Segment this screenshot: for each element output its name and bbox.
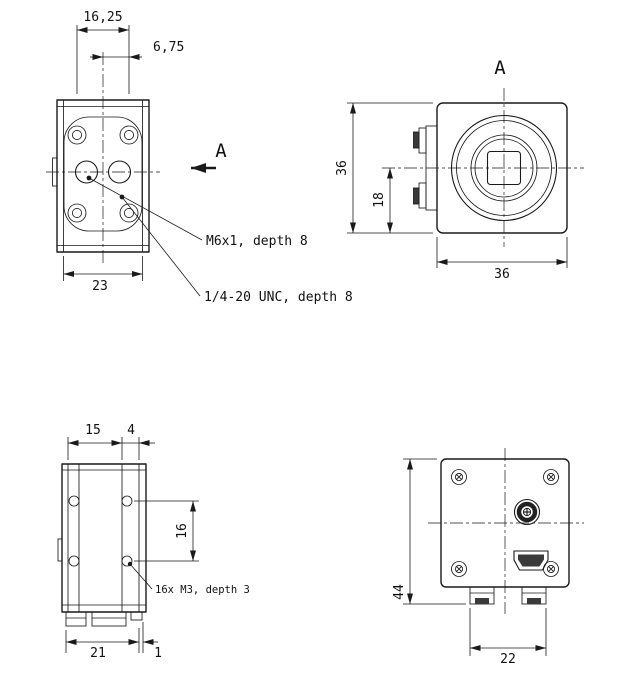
- dim-text-15: 15: [85, 423, 101, 438]
- dim-text-22: 22: [500, 652, 516, 667]
- view-label-a: A: [494, 57, 506, 79]
- screw-top-left: [451, 469, 467, 485]
- rear-feet: [469, 586, 547, 605]
- milled-pocket: [63, 116, 143, 232]
- thread-hole-unc: [107, 160, 132, 184]
- view-rear: [428, 448, 584, 614]
- side-notch: [52, 157, 58, 187]
- dim-text-21: 21: [90, 646, 106, 661]
- sensor-opening: [486, 150, 522, 186]
- side-plate-lines: [62, 464, 146, 612]
- dim-foot-width: 22: [469, 608, 547, 667]
- connector-cross-icon: [523, 508, 531, 516]
- dims-rear: 44 22: [392, 458, 547, 667]
- usb-mini-port: [513, 550, 549, 571]
- camera-side-outline: [61, 463, 147, 613]
- view-front: A: [382, 57, 584, 247]
- thread-hole-m6: [74, 160, 99, 184]
- dim-rear-offset: 1: [143, 639, 162, 661]
- power-connector: [513, 498, 541, 526]
- callout-unc: 1/4-20 UNC, depth 8: [119, 194, 353, 305]
- view-side-top: [46, 52, 160, 264]
- callout-text-m6: M6x1, depth 8: [206, 234, 308, 249]
- side-mount-bracket: [413, 125, 438, 211]
- screw-top-right: [543, 469, 559, 485]
- corner-mount-holes: [67, 125, 139, 223]
- callout-text-unc: 1/4-20 UNC, depth 8: [204, 290, 353, 305]
- dims-front: 36 18 36: [335, 102, 568, 282]
- dims-side-top: 16,25 6,75 23 A M6x1, depth 8 1/4-20 UNC…: [63, 10, 353, 305]
- callout-m3: 16x M3, depth 3: [127, 561, 250, 596]
- dim-text-hole-span: 16,25: [83, 10, 122, 25]
- corner-screws: [451, 469, 559, 577]
- view-direction-arrow: A: [191, 140, 227, 173]
- view-side-bottom: [57, 463, 147, 627]
- bottom-feet: [65, 611, 143, 627]
- callout-text-m3: 16x M3, depth 3: [155, 584, 250, 596]
- camera-rear-outline: [440, 458, 570, 588]
- callout-m6: M6x1, depth 8: [86, 175, 308, 249]
- view-arrow-label: A: [215, 140, 227, 162]
- centerlines: [46, 52, 160, 264]
- dim-hole-pitch: 16: [134, 500, 199, 562]
- dim-text-4: 4: [127, 423, 135, 438]
- dim-text-16: 16: [175, 523, 190, 539]
- dim-hole-offset: 6,75: [90, 40, 184, 60]
- m3-holes: [68, 495, 133, 567]
- dim-text-body-width: 23: [92, 279, 108, 294]
- dim-rear-section: 4: [122, 423, 155, 446]
- side-notch: [57, 538, 63, 562]
- dim-text-hole-offset: 6,75: [153, 40, 184, 55]
- dims-side-bottom: 15 4 16 16x M3, depth 3 21 1: [65, 423, 250, 661]
- dim-text-front-width: 36: [494, 267, 510, 282]
- dim-front-center-height: 18: [372, 168, 393, 233]
- dim-text-44: 44: [392, 584, 407, 600]
- centerlines: [382, 88, 584, 247]
- dim-body-width: 23: [63, 256, 143, 294]
- body-plate-lines: [57, 100, 149, 252]
- dim-text-1: 1: [154, 646, 162, 661]
- dim-rear-height: 44: [392, 458, 466, 605]
- dim-text-front-height: 36: [335, 160, 350, 176]
- screw-bottom-left: [451, 561, 467, 577]
- dim-text-front-center: 18: [372, 192, 387, 208]
- lens-mount: [450, 114, 558, 222]
- dim-front-width: 36: [436, 237, 568, 282]
- centerlines: [428, 448, 584, 614]
- dim-base-width: 21: [65, 622, 144, 661]
